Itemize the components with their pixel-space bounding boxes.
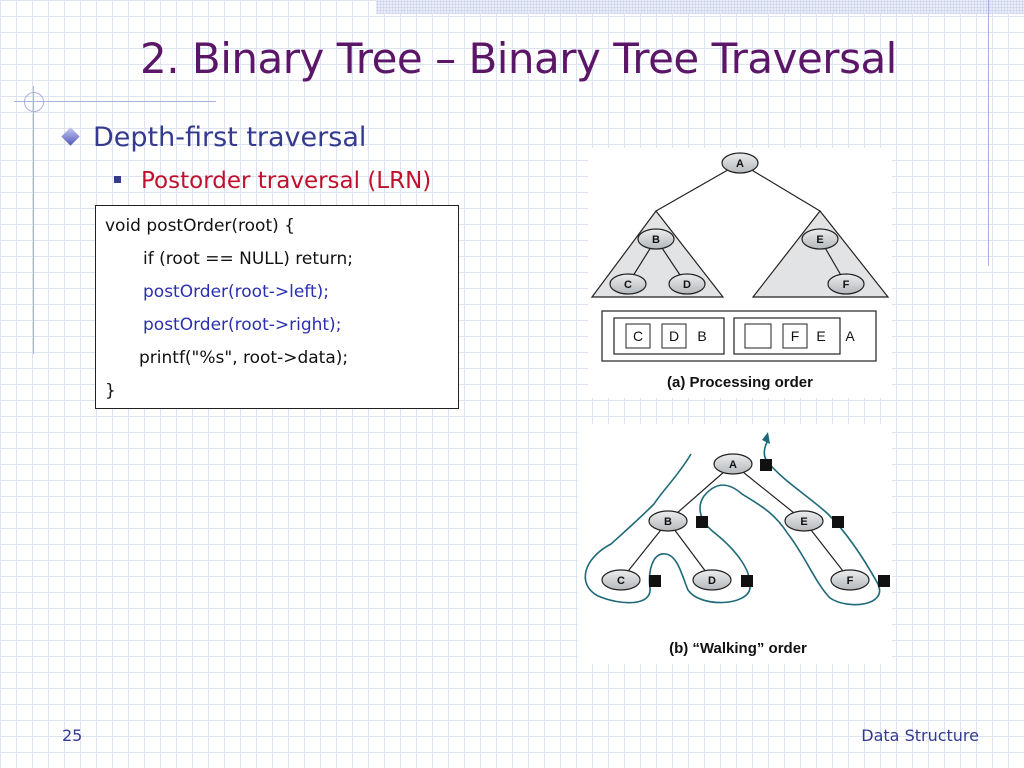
tree-node: E [784, 510, 824, 532]
bullet-level1-text: Depth-first traversal [93, 122, 367, 153]
node-label: D [683, 279, 691, 291]
header-band [376, 0, 1024, 14]
order-label: D [669, 328, 679, 344]
tree-node: D [668, 273, 706, 295]
arrow-head-icon [762, 432, 770, 444]
decorative-line [14, 101, 216, 102]
code-line: void postOrder(root) { [105, 216, 295, 236]
node-label: B [664, 516, 672, 528]
visit-marker [696, 516, 708, 528]
tree-node: E [801, 228, 839, 250]
node-label: C [624, 279, 632, 291]
node-label: D [708, 575, 716, 587]
diamond-bullet-icon [61, 127, 80, 146]
bullet-level2: Postorder traversal (LRN) [114, 168, 431, 194]
tree-edge [620, 520, 669, 581]
node-label: E [816, 234, 823, 246]
bullet-level2-text: Postorder traversal (LRN) [141, 168, 432, 194]
processing-order-diagram: A B E C D F C D B F [590, 152, 890, 391]
page-number: 25 [62, 726, 83, 745]
tree-node: C [609, 273, 647, 295]
node-label: F [847, 575, 854, 587]
figure-caption: (b) “Walking” order [669, 640, 807, 657]
walking-path [584, 439, 881, 606]
decorative-line [33, 86, 34, 354]
decorative-circle [24, 92, 44, 112]
tree-node: B [648, 510, 688, 532]
order-cell [782, 323, 808, 349]
tree-node: F [830, 569, 870, 591]
bullet-level1: Depth-first traversal [61, 122, 367, 153]
tree-node: C [601, 569, 641, 591]
order-label: B [697, 328, 706, 344]
node-label: A [736, 158, 744, 170]
code-line: if (root == NULL) return; [143, 249, 353, 269]
visit-marker [832, 516, 844, 528]
visit-marker [878, 575, 890, 587]
right-subtree-triangle [751, 210, 890, 298]
tree-node: A [721, 152, 759, 174]
figure-walking-order: A B E C D F (b) “Walking” order [578, 424, 892, 664]
visit-marker [760, 459, 772, 471]
node-label: A [729, 459, 737, 471]
decorative-line [988, 0, 989, 266]
tree-node: B [637, 228, 675, 250]
walking-order-diagram: A B E C D F (b) “Walking” order [584, 432, 890, 657]
tree-node: D [692, 569, 732, 591]
tree-node: A [713, 453, 753, 475]
node-label: C [617, 575, 625, 587]
tree-edge [655, 162, 741, 212]
slide-title: 2. Binary Tree – Binary Tree Traversal [140, 34, 897, 83]
code-line: postOrder(root->right); [143, 315, 342, 335]
tree-node: F [827, 273, 865, 295]
node-label: E [800, 516, 807, 528]
order-cell [744, 323, 772, 349]
order-label: E [816, 328, 825, 344]
tree-edge [739, 162, 821, 212]
code-line: } [105, 381, 116, 401]
order-label: C [633, 328, 643, 344]
visit-marker [649, 575, 661, 587]
code-box: void postOrder(root) { if (root == NULL)… [95, 205, 459, 409]
code-line: postOrder(root->left); [143, 282, 330, 302]
code-line: printf("%s", root->data); [139, 348, 349, 368]
visit-marker [741, 575, 753, 587]
tree-edge [667, 463, 734, 522]
figure-processing-order: A B E C D F C D B F [588, 148, 892, 398]
figure-caption: (a) Processing order [667, 374, 813, 391]
course-name: Data Structure [861, 726, 979, 745]
order-label: A [845, 328, 855, 344]
order-label: F [791, 328, 800, 344]
tree-edge [803, 520, 851, 581]
order-cell [625, 323, 651, 349]
node-label: F [843, 279, 850, 291]
tree-edge [732, 463, 805, 522]
square-bullet-icon [114, 176, 121, 183]
order-cell [661, 323, 687, 349]
node-label: B [652, 234, 660, 246]
